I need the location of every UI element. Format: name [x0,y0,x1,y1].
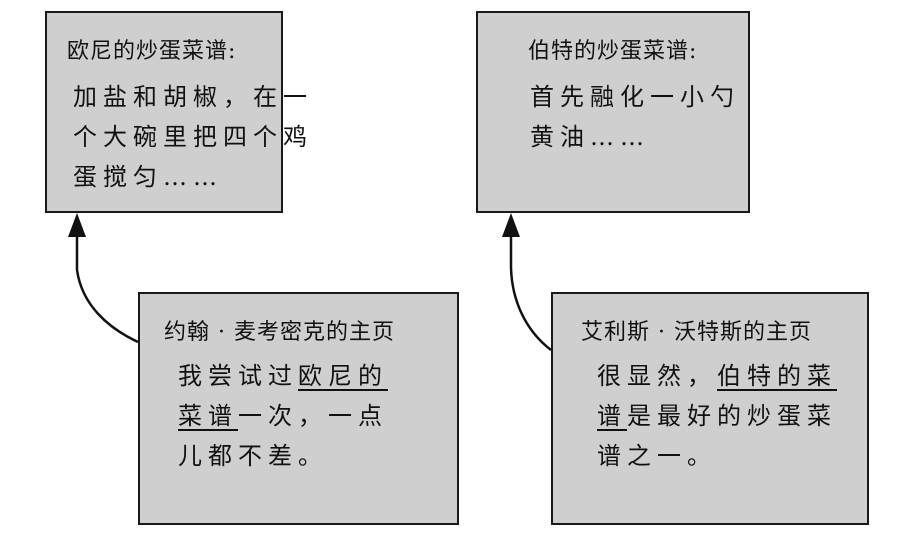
john-text-plain: 一次，一点 [238,402,388,430]
alice-homepage-line: 谱之一。 [597,442,717,470]
ernie-recipe-text: 加盐和胡椒，在一 个大碗里把四个鸡 蛋搅匀…… [73,77,313,197]
ernie-recipe-box: 欧尼的炒蛋菜谱: 加盐和胡椒，在一 个大碗里把四个鸡 蛋搅匀…… [45,11,307,213]
ernie-recipe-title: 欧尼的炒蛋菜谱: [67,39,237,64]
bert-recipe-line: 首先融化一小勺 [530,83,740,111]
alice-homepage-title: 艾利斯 · 沃特斯的主页 [581,320,812,345]
ernie-recipe-link[interactable]: 欧尼的 [298,362,388,390]
bert-recipe-box: 伯特的炒蛋菜谱: 首先融化一小勺 黄油…… [476,11,750,213]
arrow-john-to-ernie [68,213,139,344]
bert-recipe-title: 伯特的炒蛋菜谱: [528,39,698,64]
bert-recipe-link[interactable]: 伯特的菜 [717,362,837,390]
john-mccormick-homepage-box: 约翰 · 麦考密克的主页 我尝试过欧尼的 菜谱一次，一点 儿都不差。 [138,292,459,525]
john-homepage-line: 儿都不差。 [178,442,328,470]
bert-recipe-link[interactable]: 谱 [597,402,627,430]
ernie-recipe-line: 蛋搅匀…… [73,163,223,191]
john-homepage-text: 我尝试过欧尼的 菜谱一次，一点 儿都不差。 [178,356,388,476]
alice-homepage-text: 很显然，伯特的菜 谱是最好的炒蛋菜 谱之一。 [597,356,837,476]
john-text-plain: 我尝试过 [178,362,298,390]
bert-recipe-text: 首先融化一小勺 黄油…… [530,77,740,157]
john-homepage-title: 约翰 · 麦考密克的主页 [164,320,395,345]
alice-homepage-line: 很显然，伯特的菜 [597,356,837,396]
alice-waters-homepage-box: 艾利斯 · 沃特斯的主页 很显然，伯特的菜 谱是最好的炒蛋菜 谱之一。 [551,292,869,525]
alice-text-plain: 很显然， [597,362,717,390]
ernie-recipe-line: 加盐和胡椒，在一 [73,83,313,111]
ernie-recipe-line: 个大碗里把四个鸡 [73,123,313,151]
ernie-recipe-link[interactable]: 菜谱 [178,402,238,430]
john-homepage-line: 我尝试过欧尼的 [178,356,388,396]
arrow-alice-to-bert [502,213,552,351]
john-homepage-line: 菜谱一次，一点 [178,396,388,436]
alice-homepage-line: 谱是最好的炒蛋菜 [597,396,837,436]
bert-recipe-line: 黄油…… [530,123,650,151]
alice-text-plain: 是最好的炒蛋菜 [627,402,837,430]
